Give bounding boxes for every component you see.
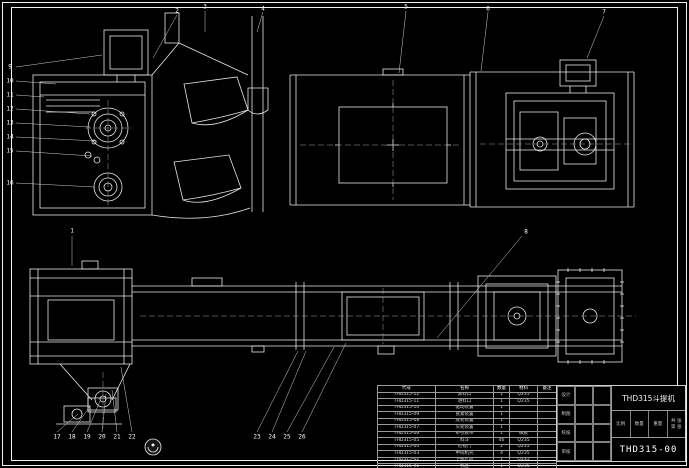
part-callout: 25: [283, 433, 291, 441]
top-view-buckets-belt: [151, 12, 291, 219]
part-callout: 26: [298, 433, 306, 441]
qty-label: 数量: [631, 411, 649, 437]
sign-row: 设计: [557, 386, 611, 405]
centerlines: [85, 80, 636, 428]
bottom-view-boot: [29, 260, 133, 425]
top-view-head-assembly: [32, 29, 153, 216]
part-callout: 22: [128, 433, 136, 441]
sheet-label: 共 张 第 张: [671, 419, 682, 430]
part-callout: 4: [261, 5, 265, 13]
part-callout: 19: [83, 433, 91, 441]
part-callout: 18: [68, 433, 76, 441]
part-callout: 20: [98, 433, 106, 441]
scale-label: 比例: [612, 411, 631, 437]
part-callout: 21: [113, 433, 121, 441]
part-callout: 6: [486, 5, 490, 13]
part-callout: 10: [6, 77, 14, 85]
sign-row: 校核: [557, 423, 611, 443]
sign-row: 审核: [557, 442, 611, 461]
part-callout: 16: [6, 179, 14, 187]
part-callout: 14: [6, 133, 14, 141]
part-callout: 1: [70, 227, 74, 235]
part-callout: 12: [6, 105, 14, 113]
part-callout: 17: [53, 433, 61, 441]
part-callout: 5: [404, 3, 408, 11]
part-callout: 3: [203, 3, 207, 11]
part-callout: 11: [6, 91, 14, 99]
part-callout: 2: [175, 7, 179, 15]
part-callout: 9: [8, 63, 12, 71]
weight-label: 重量: [649, 411, 668, 437]
title-block: 设计制图校核审核 THD315斗提机 比例 数量 重量 共 张 第 张 THD3…: [556, 385, 686, 462]
top-view-middle-casing: [290, 68, 470, 206]
sign-rows: 设计制图校核审核: [557, 386, 612, 461]
part-callout: 8: [524, 228, 528, 236]
stamp-logo: [144, 438, 162, 456]
part-callout: 23: [253, 433, 261, 441]
sign-row: 制图: [557, 404, 611, 424]
top-view-drive-section: [469, 59, 635, 208]
drawing-number: THD315-00: [619, 444, 678, 455]
part-callout: 24: [268, 433, 276, 441]
part-callout: 7: [602, 8, 606, 16]
part-callout: 15: [6, 147, 14, 155]
leader-lines: [15, 10, 605, 433]
part-callout: 13: [6, 119, 14, 127]
drawing-title: THD315斗提机: [612, 386, 685, 411]
